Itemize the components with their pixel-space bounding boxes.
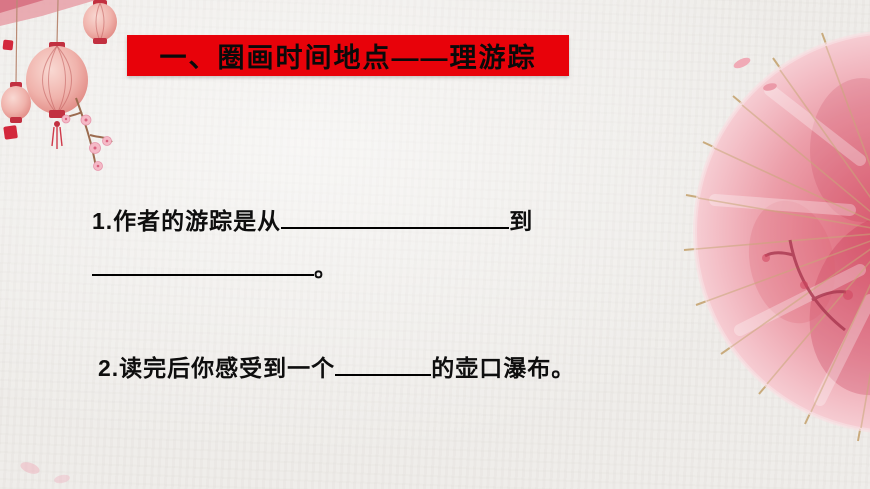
lantern-icon: [1, 0, 117, 149]
question-1-connector: 到: [509, 208, 534, 234]
question-1-period: 。: [314, 255, 338, 281]
question-2-suffix: 的壶口瀑布。: [431, 355, 576, 381]
question-2-prefix: 2.读完后你感受到一个: [98, 355, 336, 381]
fill-in-blank-adjective: [335, 354, 432, 376]
title-banner: 一、圈画时间地点——理游踪: [127, 35, 569, 76]
cherry-blossom-icon: [61, 97, 113, 171]
paper-umbrella-icon: [683, 31, 870, 442]
fill-in-blank-end-location: [92, 254, 314, 276]
question-1-line-1: 1.作者的游踪是从 到: [92, 198, 533, 245]
question-1-prefix: 1.作者的游踪是从: [92, 208, 282, 234]
fill-in-blank-start-location: [281, 207, 510, 229]
corner-swash: [0, 0, 96, 26]
question-1: 1.作者的游踪是从 到 。: [92, 198, 533, 292]
question-2: 2.读完后你感受到一个 的壶口瀑布。: [98, 352, 575, 384]
petal-icon: [20, 462, 70, 484]
question-1-line-2: 。: [92, 245, 533, 292]
petal-icon: [733, 57, 777, 91]
slide-title: 一、圈画时间地点——理游踪: [159, 43, 537, 73]
